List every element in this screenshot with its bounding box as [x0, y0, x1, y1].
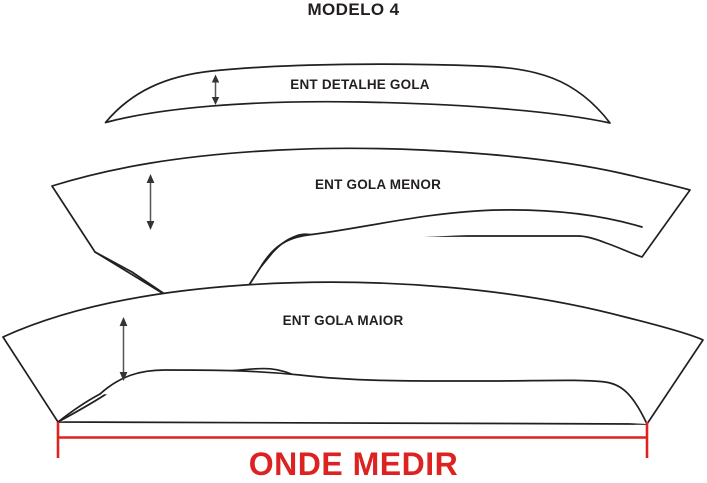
height-arrow-detalhe: [211, 74, 220, 105]
piece-label-ent-gola-menor: ENT GOLA MENOR: [314, 177, 442, 192]
measurement-label: ONDE MEDIR: [248, 446, 459, 482]
page-title: MODELO 4: [307, 0, 400, 19]
shape-ent-detalhe-gola: [104, 63, 611, 124]
height-arrow-menor: [146, 174, 155, 230]
shape-ent-gola-menor: [51, 147, 691, 300]
piece-label-ent-detalhe-gola: ENT DETALHE GOLA: [290, 77, 430, 92]
height-arrow-maior: [119, 317, 128, 381]
measurement-bracket: [56, 422, 649, 458]
shape-ent-gola-maior: [2, 281, 704, 425]
piece-label-ent-gola-maior: ENT GOLA MAIOR: [282, 313, 404, 328]
